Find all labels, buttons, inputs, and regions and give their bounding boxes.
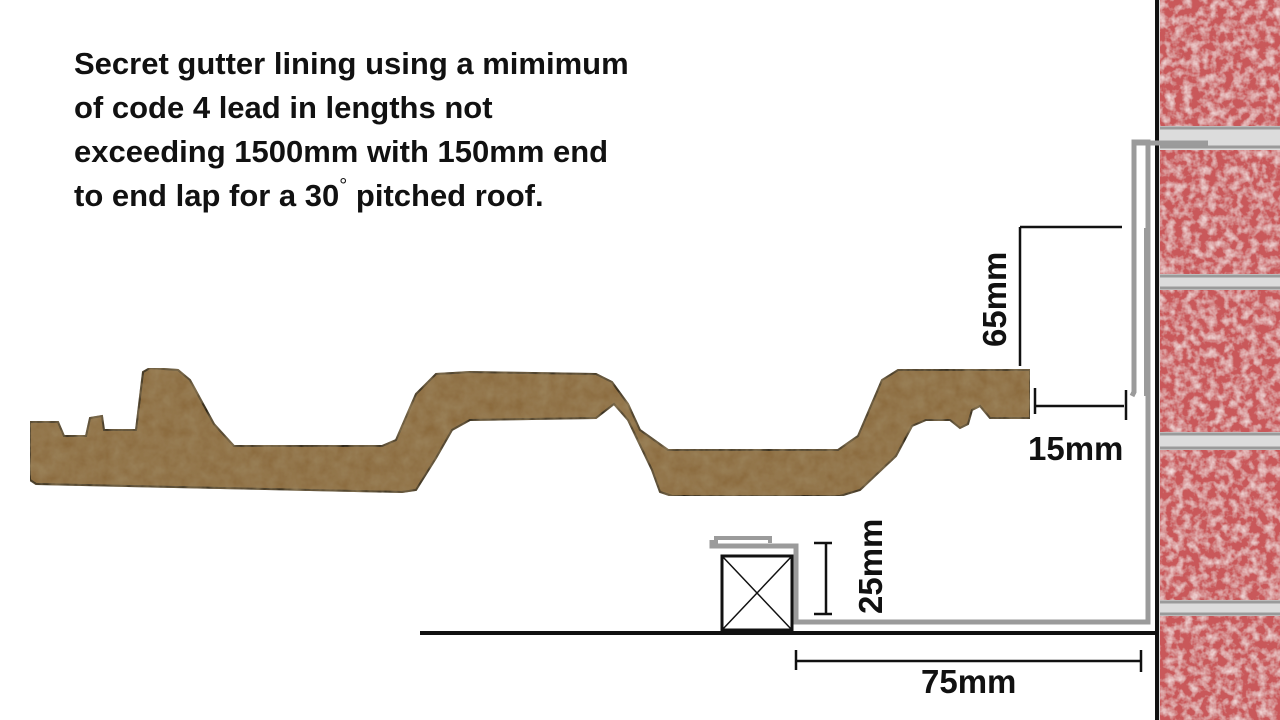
degree-symbol: ° xyxy=(339,175,348,197)
caption-line4-start: to end lap for a 30 xyxy=(74,178,340,213)
dimension-lines xyxy=(794,225,1143,672)
dim-label-75mm: 75mm xyxy=(921,663,1016,700)
caption-line4-end: pitched roof. xyxy=(347,178,544,213)
fillet-cross xyxy=(721,555,793,631)
brick xyxy=(1160,290,1280,432)
brick xyxy=(1160,450,1280,600)
tilting-fillet xyxy=(720,554,794,632)
dim-label-15mm: 15mm xyxy=(1028,430,1123,467)
caption-line: of code 4 lead in lengths not xyxy=(74,90,493,125)
brick xyxy=(1160,616,1280,720)
brick xyxy=(1160,150,1280,274)
dim-label-25mm: 25mm xyxy=(852,519,889,614)
lead-lining xyxy=(709,139,1151,625)
brick-wall xyxy=(1155,0,1280,720)
caption: Secret gutter lining using a mimimum of … xyxy=(74,42,774,218)
brick xyxy=(1160,0,1280,126)
roof-tile-body xyxy=(29,366,1031,497)
dim-label-65mm: 65mm xyxy=(976,252,1013,347)
caption-line: exceeding 1500mm with 150mm end xyxy=(74,134,609,169)
caption-line: to end lap for a 30° pitched roof. xyxy=(74,174,774,218)
mortar-joints xyxy=(1160,126,1280,616)
lead-gutter-lining xyxy=(709,139,1208,625)
lead-welted-edge xyxy=(714,536,772,548)
caption-line: Secret gutter lining using a mimimum xyxy=(74,46,629,81)
